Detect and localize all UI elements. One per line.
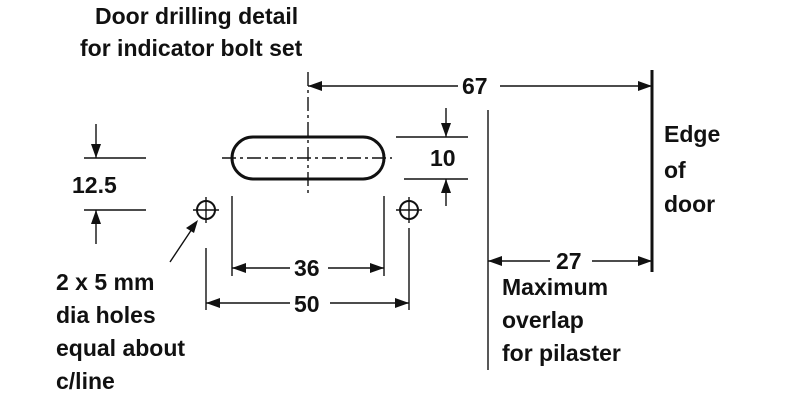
overlap-label-line-1: Maximum [502, 274, 608, 300]
holes-label-line-2: dia holes [56, 302, 156, 328]
edge-label-line-2: of [664, 157, 686, 183]
dim-slot-length-label: 36 [294, 255, 320, 281]
bolt-slot [230, 135, 386, 181]
overlap-label-line-3: for pilaster [502, 340, 621, 366]
title-line-1: Door drilling detail [95, 3, 298, 29]
dim-hole-offset [84, 124, 146, 244]
dim-hole-spacing [205, 228, 410, 310]
dim-slot-height [396, 108, 468, 206]
left-hole [193, 197, 219, 223]
dim-overall [308, 81, 652, 91]
dim-hole-spacing-label: 50 [294, 291, 320, 317]
dim-overlap-label: 27 [556, 248, 582, 274]
holes-label-line-1: 2 x 5 mm [56, 269, 154, 295]
dim-overall-label: 67 [462, 73, 488, 99]
dim-slot-height-label: 10 [430, 145, 456, 171]
edge-label-line-3: door [664, 191, 715, 217]
dim-slot-length [231, 196, 385, 276]
dim-hole-offset-label: 12.5 [72, 172, 117, 198]
overlap-label-line-2: overlap [502, 307, 584, 333]
title-line-2: for indicator bolt set [80, 35, 303, 61]
edge-label-line-1: Edge [664, 121, 720, 147]
hole-leader-arrow [169, 220, 198, 263]
holes-label-line-4: c/line [56, 368, 115, 394]
right-hole [396, 197, 422, 223]
dim-overlap [487, 110, 652, 370]
holes-label-line-3: equal about [56, 335, 185, 361]
